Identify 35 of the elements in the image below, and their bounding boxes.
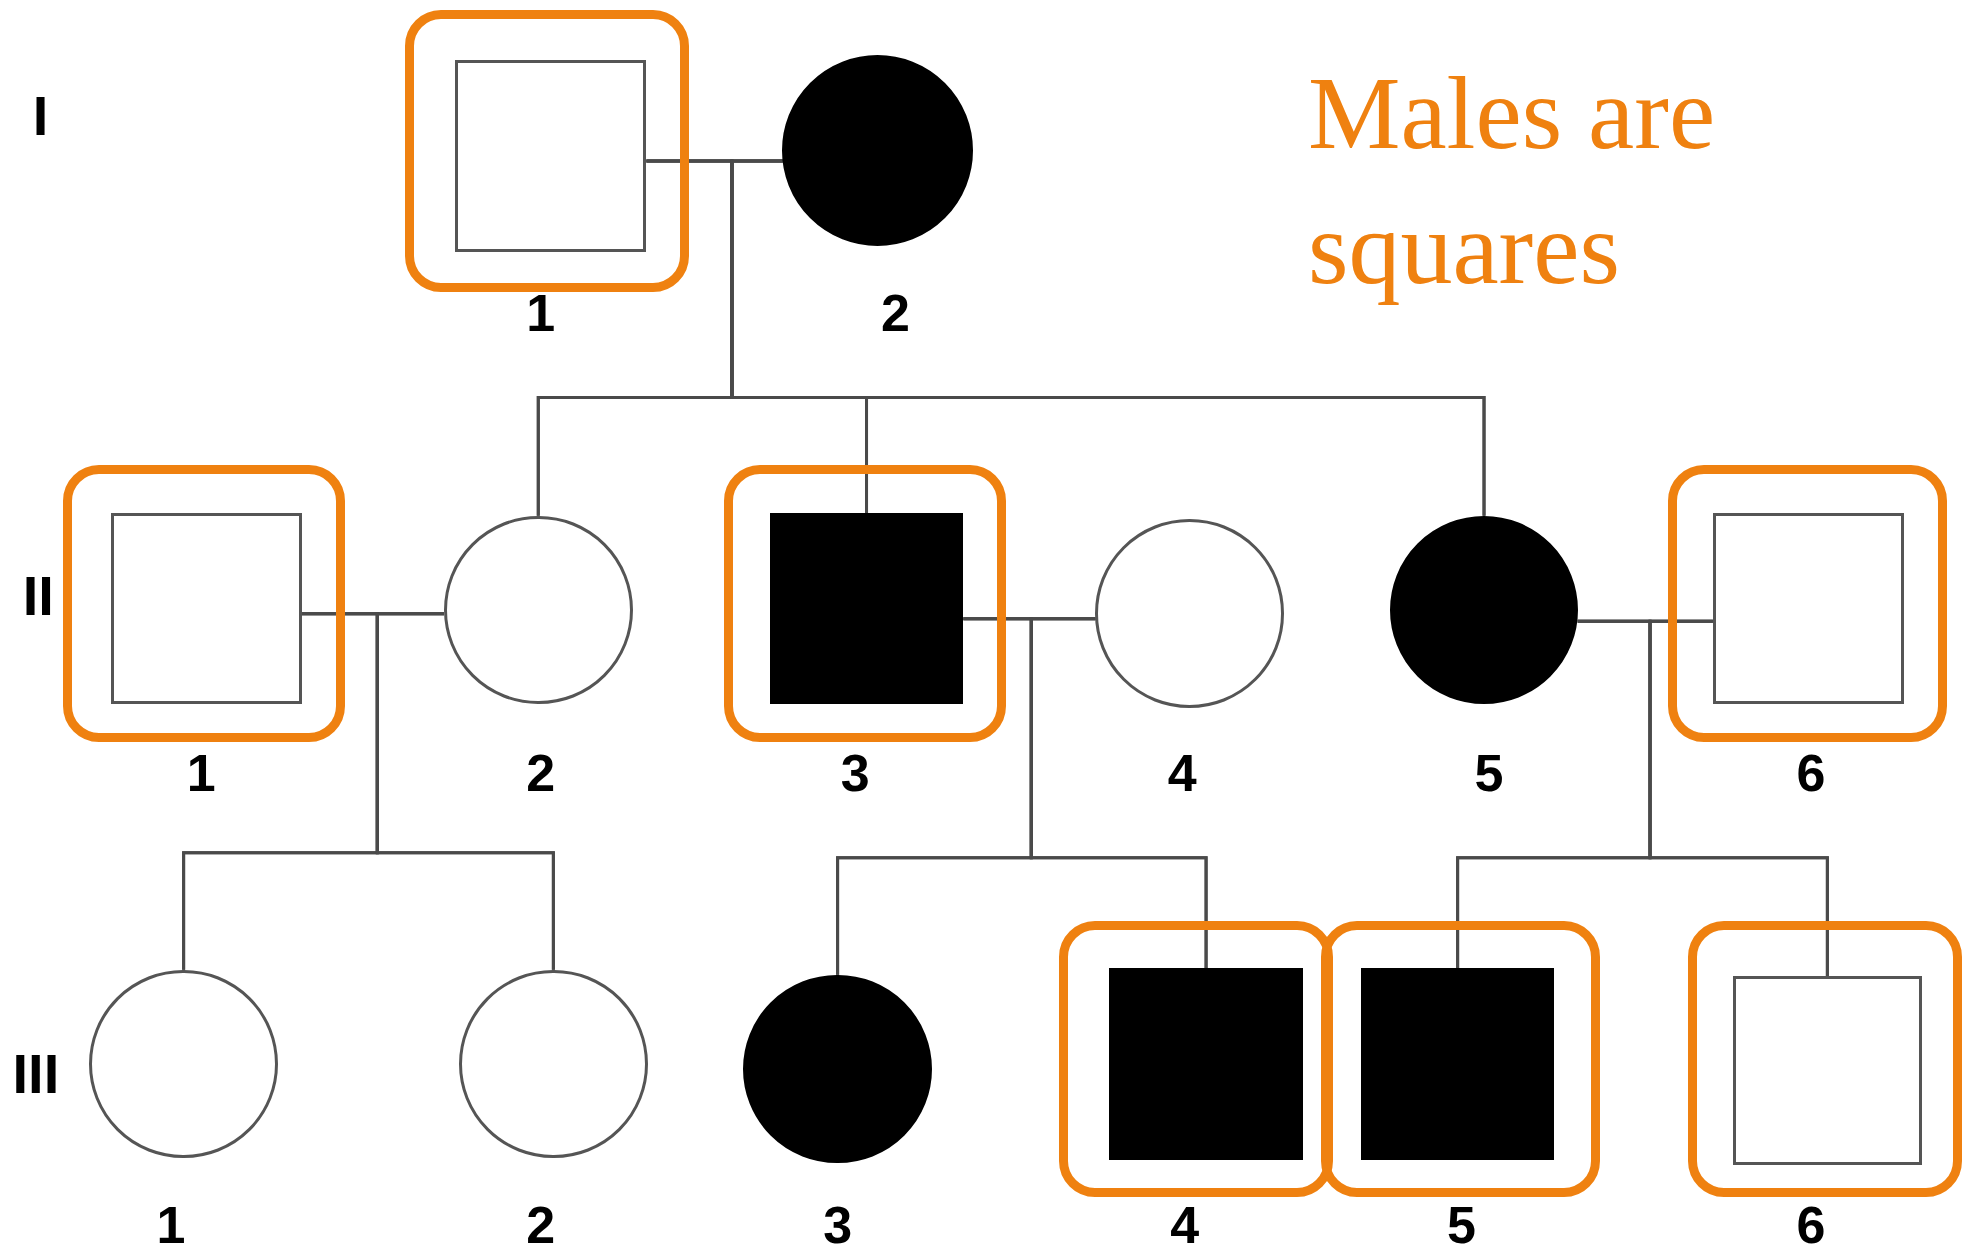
note-text: Males are squares	[1307, 54, 1717, 308]
highlight-frame	[1667, 465, 1947, 742]
male-square	[455, 60, 647, 252]
individual-number: 1	[156, 1198, 186, 1251]
highlight-frame	[1320, 920, 1600, 1198]
affected-male-square	[769, 513, 964, 705]
individual-number: 2	[526, 747, 556, 800]
affected-male-square	[1360, 968, 1555, 1160]
descent-line	[1648, 619, 1829, 976]
individual-number: 4	[1167, 747, 1197, 800]
individual-number: 2	[526, 1198, 556, 1251]
highlight-frame	[1058, 920, 1334, 1198]
individual-number: 6	[1796, 1198, 1826, 1251]
highlight-frame	[724, 465, 1007, 742]
generation-label: III	[12, 1046, 60, 1103]
individual-number: 3	[840, 747, 870, 800]
individual-number: 5	[1446, 1198, 1476, 1251]
individual-number: 6	[1796, 747, 1826, 800]
highlight-frame	[404, 10, 690, 292]
individual-number: 2	[881, 286, 910, 339]
individual-number: 3	[823, 1198, 853, 1251]
individual-number: 5	[1474, 747, 1504, 800]
generation-label: II	[22, 568, 54, 625]
generation-label: I	[32, 88, 49, 145]
male-square	[110, 513, 302, 705]
descent-line	[375, 612, 555, 970]
individual-number: 4	[1170, 1198, 1200, 1251]
descent-line	[1029, 617, 1208, 969]
highlight-frame	[1687, 920, 1962, 1198]
individual-number: 1	[186, 747, 216, 800]
male-square	[1733, 975, 1922, 1165]
male-square	[1712, 513, 1905, 705]
individual-number: 1	[526, 286, 556, 339]
highlight-frame	[62, 465, 345, 742]
affected-male-square	[1109, 968, 1303, 1160]
